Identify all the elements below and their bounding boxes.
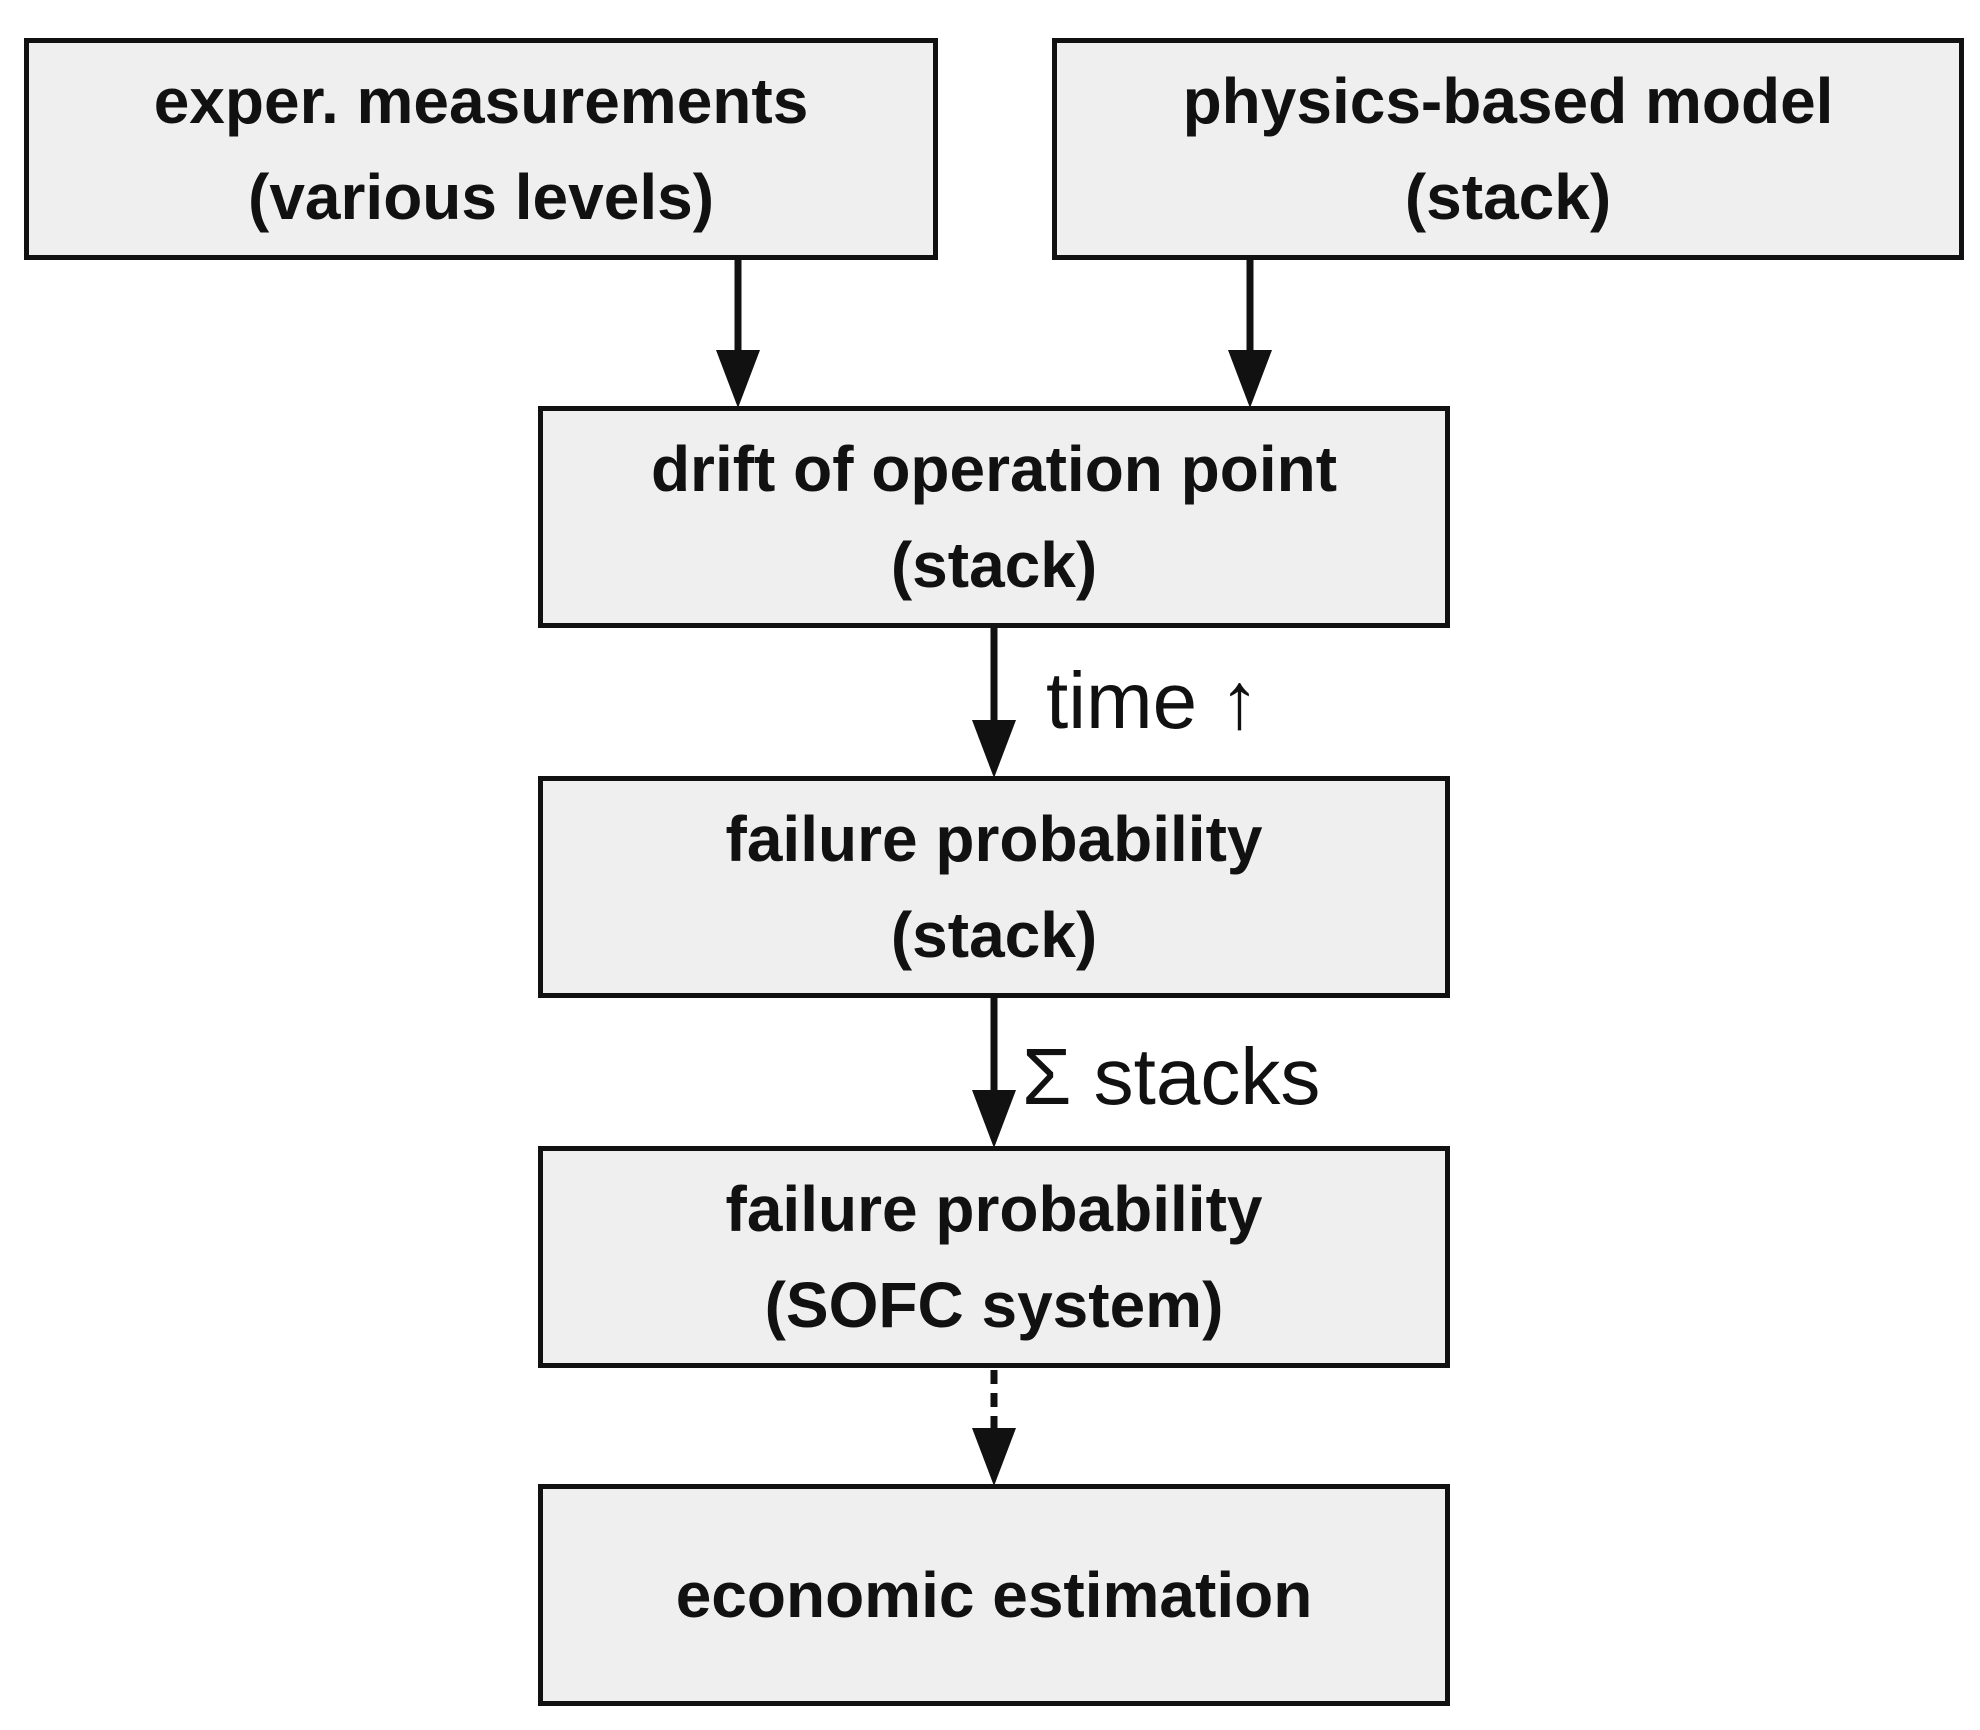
node-failure-system-line1: failure probability <box>725 1173 1263 1245</box>
arrow-failure-stack-to-system-head <box>972 1090 1016 1148</box>
node-model-line2: (stack) <box>1404 161 1612 233</box>
node-measurements-line1: exper. measurements <box>153 65 809 137</box>
arrow-model-to-drift-head <box>1228 350 1272 408</box>
arrow-system-to-economic-head <box>972 1428 1016 1486</box>
edge-label-stacks: Σ stacks <box>1022 1032 1321 1121</box>
node-failure-stack-line2: (stack) <box>890 899 1098 971</box>
arrow-drift-to-failure-stack-head <box>972 720 1016 778</box>
node-economic: economic estimation <box>538 1484 1450 1706</box>
node-economic-line1: economic estimation <box>675 1559 1313 1631</box>
node-model: physics-based model (stack) <box>1052 38 1964 260</box>
node-measurements: exper. measurements (various levels) <box>24 38 938 260</box>
node-drift-line1: drift of operation point <box>650 433 1338 505</box>
node-measurements-line2: (various levels) <box>248 161 714 233</box>
node-failure-system-line2: (SOFC system) <box>764 1269 1224 1341</box>
node-drift: drift of operation point (stack) <box>538 406 1450 628</box>
edge-label-time: time ↑ <box>1046 656 1260 745</box>
node-failure-stack-line1: failure probability <box>725 803 1263 875</box>
node-model-line1: physics-based model <box>1182 65 1834 137</box>
node-failure-system: failure probability (SOFC system) <box>538 1146 1450 1368</box>
node-failure-stack: failure probability (stack) <box>538 776 1450 998</box>
node-drift-line2: (stack) <box>890 529 1098 601</box>
arrow-measurements-to-drift-head <box>716 350 760 408</box>
